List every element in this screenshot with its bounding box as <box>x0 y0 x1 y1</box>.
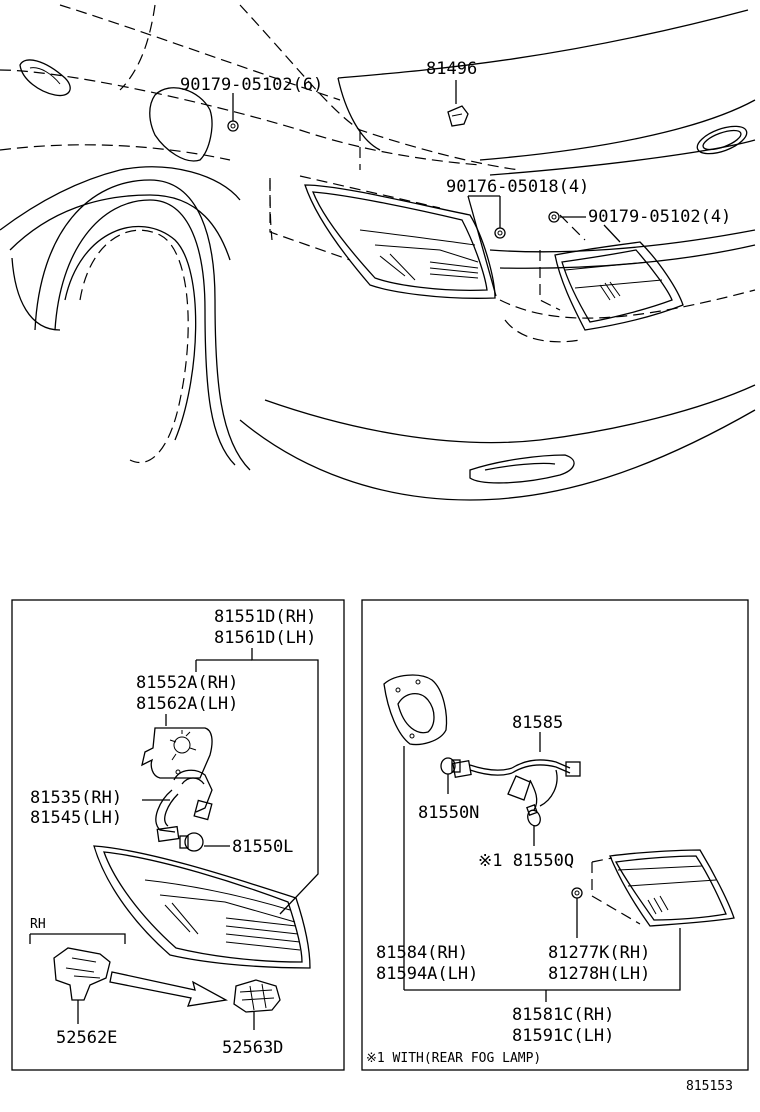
label-81535-RH: 81535(RH) <box>30 788 122 808</box>
label-81552A-RH: 81552A(RH) <box>136 673 238 693</box>
bulb-81550N-icon <box>440 757 461 775</box>
label-81550L: 81550L <box>232 837 293 857</box>
bulb-81550L-icon <box>179 832 204 852</box>
label-81584-RH: 81584(RH) <box>376 943 468 963</box>
label-81561D-LH: 81561D(LH) <box>214 628 316 648</box>
label-81545-LH: 81545(LH) <box>30 808 122 828</box>
connector-52563D-icon <box>233 979 281 1013</box>
label-81551D-RH: 81551D(RH) <box>214 607 316 627</box>
nut-90179-icon <box>227 120 239 132</box>
arrow-right-icon <box>109 971 228 1007</box>
rear-lamp-lid-icon <box>609 849 735 927</box>
label-81591C-LH: 81591C(LH) <box>512 1026 614 1046</box>
tail-lamp-outer-on-car <box>304 184 496 299</box>
bulb-81550Q-icon <box>526 804 541 827</box>
label-52562E: 52562E <box>56 1028 117 1048</box>
left-panel-frame <box>11 599 345 1071</box>
lamp-socket-plate-icon <box>141 727 213 779</box>
connector-52562E-icon <box>53 947 111 1001</box>
label-90179-05102-6: 90179-05102(6) <box>180 75 323 95</box>
nut-90179-b-icon <box>548 211 560 223</box>
label-52563D: 52563D <box>222 1038 283 1058</box>
label-90179-05102-4: 90179-05102(4) <box>588 207 731 227</box>
rear-combination-lamp-icon <box>93 845 311 969</box>
label-81277K-RH: 81277K(RH) <box>548 943 650 963</box>
wire-harness-icon <box>155 769 213 843</box>
label-81581C-RH: 81581C(RH) <box>512 1005 614 1025</box>
footnote-rear-fog-lamp: ※1 WITH(REAR FOG LAMP) <box>366 1051 541 1066</box>
label-81594A-LH: 81594A(LH) <box>376 964 478 984</box>
gasket-81584-icon <box>383 674 448 746</box>
right-panel-frame <box>361 599 749 1071</box>
clip-81496-icon <box>447 105 469 127</box>
nut-90176-icon <box>494 227 506 239</box>
label-81585: 81585 <box>512 713 563 733</box>
car-body-drawing <box>0 4 756 501</box>
rivet-81277K-icon <box>571 887 583 899</box>
label-81278H-LH: 81278H(LH) <box>548 964 650 984</box>
label-90176-05018-4: 90176-05018(4) <box>446 177 589 197</box>
label-81562A-LH: 81562A(LH) <box>136 694 238 714</box>
label-rh: RH <box>30 917 46 932</box>
label-81496: 81496 <box>426 59 477 79</box>
label-81550N: 81550N <box>418 803 479 823</box>
label-81550Q: ※1 81550Q <box>478 851 574 871</box>
tail-lamp-inner-on-car <box>554 241 684 331</box>
diagram-id: 815153 <box>686 1079 733 1094</box>
